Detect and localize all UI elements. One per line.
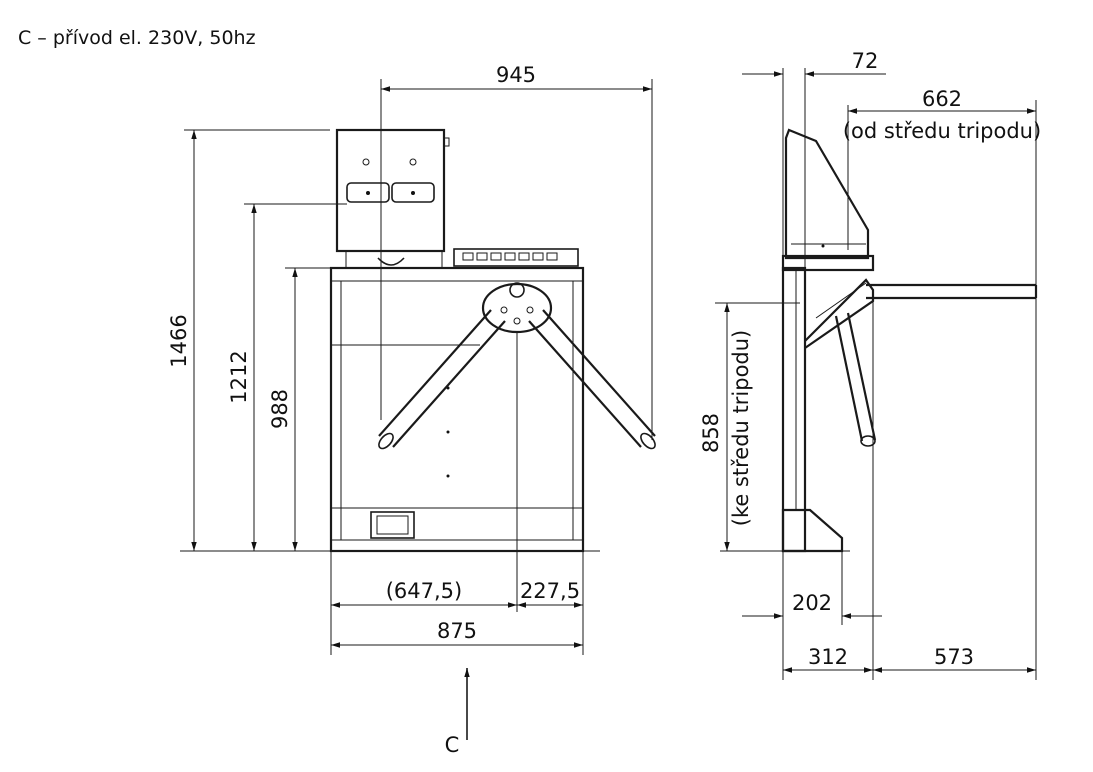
dim-left-part: (647,5) [386,579,463,603]
dim-tripod-height: 858 [699,413,723,453]
side-base [781,508,844,553]
dim-top-offset: 72 [852,49,879,73]
dim-arm-reach: 662 [922,87,962,111]
side-post [781,266,807,553]
cable-entry-label: C [445,733,460,757]
control-cabinet [335,128,446,253]
top-rail [453,248,579,267]
tripod-hub [481,282,553,334]
dim-right-part: 227,5 [520,579,580,603]
dim-total-height: 1466 [167,314,191,367]
side-view: 72 662 (od středu tripodu) 858 (ke střed… [699,49,1041,680]
cabinet-window-right [391,182,435,203]
tripod-arm-right [528,309,656,450]
electrical-supply-note: C – přívod el. 230V, 50hz [18,27,256,49]
dim-arm-extent: 573 [934,645,974,669]
dim-arm-reach-note: (od středu tripodu) [843,119,1041,143]
tripod-arm-left [378,309,506,450]
dim-base: 202 [792,591,832,615]
dim-body-height: 988 [268,389,292,429]
dim-depth: 312 [808,645,848,669]
dim-tripod-height-note: (ke středu tripodu) [729,330,753,527]
dim-total-width: 945 [496,63,536,87]
side-descending-arm [834,312,877,447]
side-cabinet [784,128,870,260]
service-panel [370,511,415,539]
top-rail-slots [462,252,558,261]
turnstile-body [329,266,585,553]
front-view: 945 1466 1212 988 (647,5) 227,5 875 C [167,63,656,757]
side-horizontal-arm [866,283,1038,300]
dim-cabinet-top: 1212 [227,350,251,403]
cabinet-window-left [346,182,390,203]
dim-body-width: 875 [437,619,477,643]
